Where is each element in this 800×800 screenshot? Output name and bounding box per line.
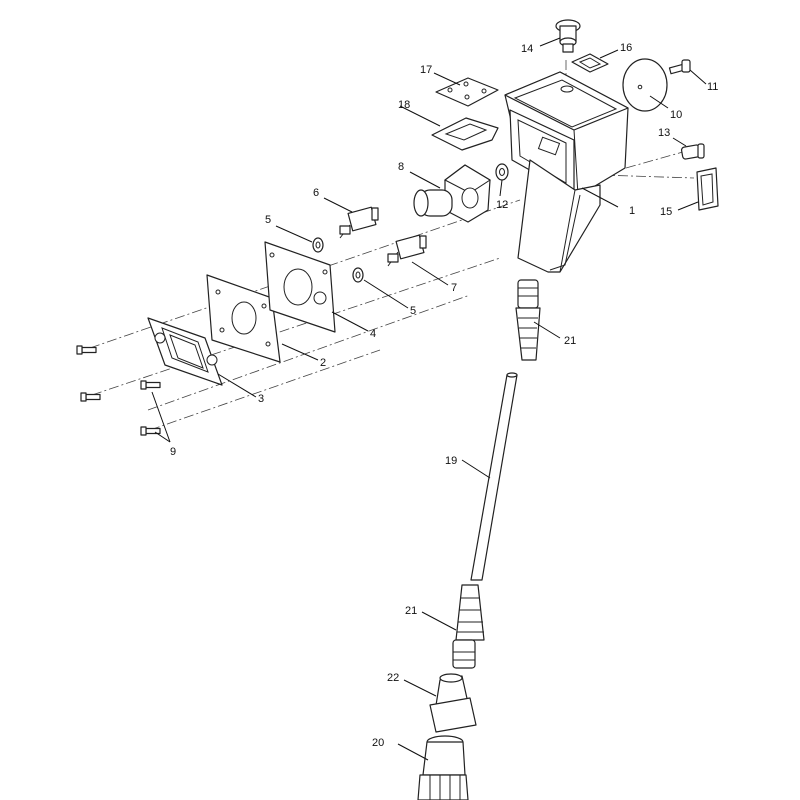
callout-16: 16: [620, 42, 632, 54]
callout-9: 9: [170, 446, 176, 458]
callout-5-upper: 5: [265, 214, 271, 226]
callout-1: 1: [629, 205, 635, 217]
part-20-connector: [417, 735, 469, 800]
callout-4: 4: [370, 328, 376, 340]
part-18-gasket: [431, 117, 499, 151]
part-4-plate: [264, 241, 336, 333]
callout-13: 13: [658, 127, 670, 139]
callout-7: 7: [451, 282, 457, 294]
part-5-nut: [312, 237, 364, 283]
part-12-nut: [495, 163, 509, 181]
callout-12: 12: [496, 199, 508, 211]
leader-lines: [151, 37, 707, 761]
callout-5-lower: 5: [410, 305, 416, 317]
part-6-toggle-switch: [339, 206, 379, 239]
part-16-seal: [571, 53, 609, 73]
callout-14: 14: [521, 43, 533, 55]
callout-labels: 1 2 3 4 5 5 6 7 8 9 10 11 12 13 14 15 16…: [170, 42, 718, 749]
part-13-connector: [680, 143, 705, 160]
callout-19: 19: [445, 455, 457, 467]
part-17-gasket: [435, 77, 499, 107]
part-9-screws: [76, 345, 161, 436]
part-3-bezel: [147, 317, 223, 386]
part-22-adapter: [429, 673, 477, 733]
part-19-rod: [470, 372, 518, 581]
callout-8: 8: [398, 161, 404, 173]
part-11-screw: [668, 59, 691, 75]
callout-18: 18: [398, 99, 410, 111]
callout-6: 6: [313, 187, 319, 199]
callout-11: 11: [707, 81, 718, 93]
callout-17: 17: [420, 64, 432, 76]
part-1-handle-housing: [504, 71, 629, 273]
callout-2: 2: [320, 357, 326, 369]
part-8-module: [413, 164, 491, 223]
part-21-cable-boot-upper: [515, 279, 541, 361]
part-14-push-button: [555, 19, 581, 53]
callout-15: 15: [660, 206, 672, 218]
part-2-plate: [206, 274, 281, 363]
callout-20: 20: [372, 737, 384, 749]
part-21-cable-boot-lower: [452, 584, 485, 669]
callout-10: 10: [670, 109, 682, 121]
callout-21-upper: 21: [564, 335, 576, 347]
part-7-toggle-switch: [387, 234, 427, 267]
part-10-cover: [622, 58, 668, 112]
part-15-seal: [696, 167, 719, 211]
callout-3: 3: [258, 393, 264, 405]
callout-22: 22: [387, 672, 399, 684]
callout-21-lower: 21: [405, 605, 417, 617]
